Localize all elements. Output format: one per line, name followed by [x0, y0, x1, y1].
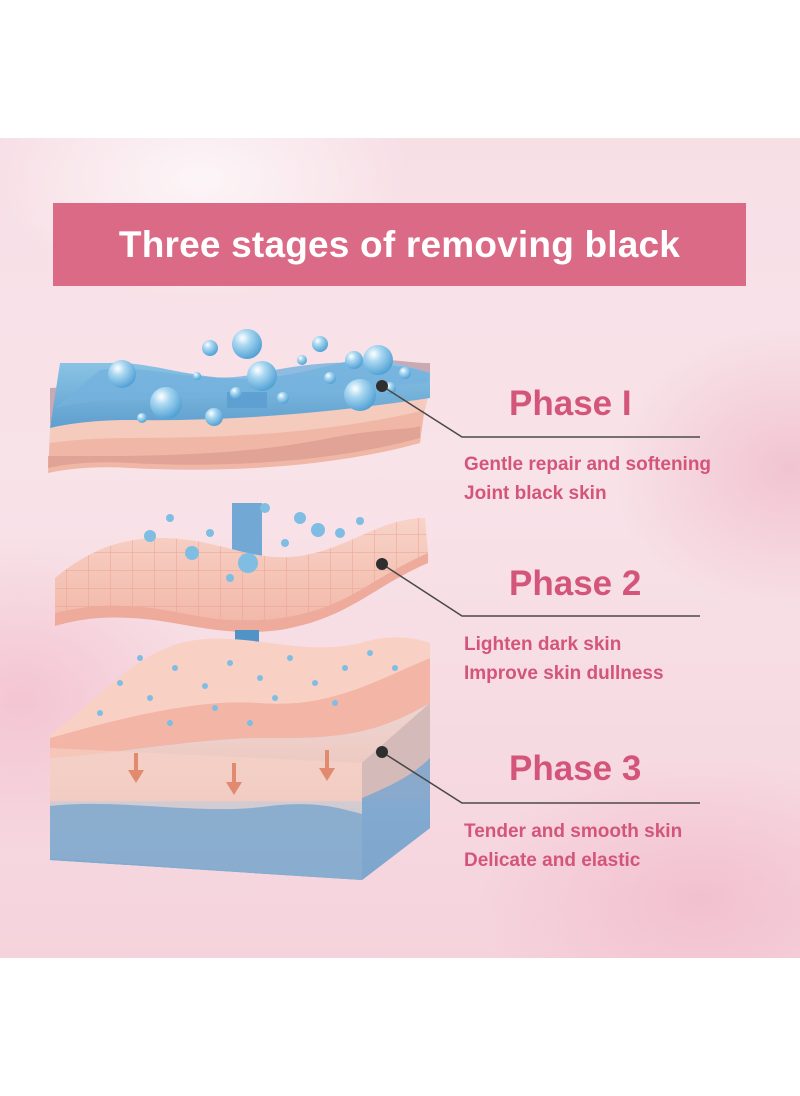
title-banner: Three stages of removing black	[53, 203, 746, 286]
phase-2-line-1: Lighten dark skin	[464, 634, 622, 655]
callout-dot-1	[376, 380, 388, 392]
phase-1-line-1: Gentle repair and softening	[464, 454, 712, 475]
skin-layers-illustration	[48, 329, 700, 880]
phase-1-layer	[48, 329, 430, 473]
phase-2-description: Lighten dark skin Improve skin dullness	[464, 630, 664, 688]
phase-2-layer	[55, 503, 428, 633]
phase-3-description: Tender and smooth skin Delicate and elas…	[464, 817, 682, 875]
phase-2-line-2: Improve skin dullness	[464, 663, 664, 684]
phase-1-title: Phase I	[509, 384, 632, 423]
phase-3-layer	[50, 637, 430, 880]
infographic-panel: Three stages of removing black	[0, 138, 800, 958]
phase-1-line-2: Joint black skin	[464, 483, 607, 504]
callout-lines	[381, 385, 700, 804]
callout-dot-2	[376, 558, 388, 570]
phase-1-description: Gentle repair and softening Joint black …	[464, 450, 711, 508]
phase-3-line-1: Tender and smooth skin	[464, 821, 683, 842]
phase-3-line-2: Delicate and elastic	[464, 850, 641, 871]
phase-3-title: Phase 3	[509, 749, 642, 788]
phase-2-title: Phase 2	[509, 564, 642, 603]
callout-dot-3	[376, 746, 388, 758]
page-title: Three stages of removing black	[118, 223, 681, 265]
